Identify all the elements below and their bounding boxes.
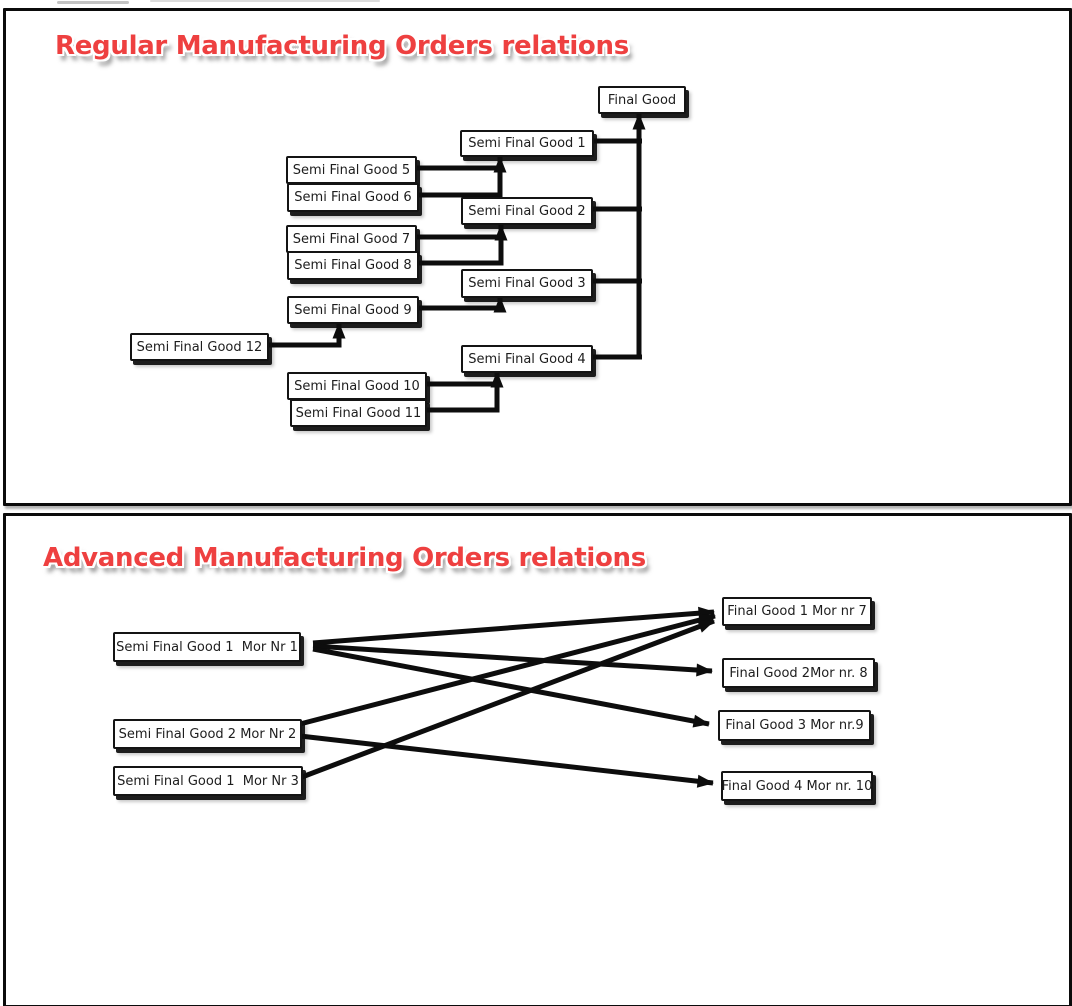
node-label: Semi Final Good 1 Mor Nr 3 [117,773,299,789]
panel-advanced-mo-relations: Advanced Manufacturing Orders relations [3,513,1072,1006]
node-label: Final Good 1 Mor nr 7 [727,604,867,619]
node-sfg10: Semi Final Good 10 [287,372,427,400]
node-fg4-mor-nr-10: Final Good 4 Mor nr. 10 [721,771,873,801]
node-label: Semi Final Good 3 [468,276,586,291]
panel-title-advanced: Advanced Manufacturing Orders relations [43,543,646,573]
node-sfg2-mor-nr-2: Semi Final Good 2 Mor Nr 2 [113,719,302,749]
node-label: Semi Final Good 11 [295,405,422,421]
node-sfg12: Semi Final Good 12 [130,333,269,361]
node-label: Semi Final Good 2 [468,203,586,219]
node-sfg11: Semi Final Good 11 [290,399,427,427]
panel-title-regular: Regular Manufacturing Orders relations [55,31,629,61]
node-sfg7: Semi Final Good 7 [286,225,417,253]
node-label: Semi Final Good 10 [294,378,420,394]
node-label: Semi Final Good 2 Mor Nr 2 [118,726,297,742]
node-label: Semi Final Good 1 [468,136,586,151]
node-label: Semi Final Good 5 [292,162,411,178]
node-sfg2: Semi Final Good 2 [461,197,593,225]
node-fg2-mor-nr-8: Final Good 2Mor nr. 8 [722,658,875,688]
node-fg1-mor-nr-7: Final Good 1 Mor nr 7 [722,597,872,626]
node-label: Semi Final Good 7 [292,231,411,247]
node-label: Final Good 2Mor nr. 8 [729,665,868,681]
node-sfg5: Semi Final Good 5 [286,156,417,184]
node-label: Final Good 3 Mor nr.9 [725,718,864,733]
node-fg3-mor-nr-9: Final Good 3 Mor nr.9 [718,710,871,741]
node-label: Semi Final Good 6 [294,190,412,205]
node-label: Semi Final Good 12 [136,339,263,355]
top-edge-artifact [57,1,129,4]
node-sfg1-mor-nr-1: Semi Final Good 1 Mor Nr 1 [113,632,301,662]
node-label: Final Good 4 Mor nr. 10 [721,778,873,794]
node-label: Semi Final Good 8 [294,258,412,273]
node-sfg1: Semi Final Good 1 [460,130,594,157]
node-final-good: Final Good [598,86,686,114]
node-label: Semi Final Good 1 Mor Nr 1 [116,639,298,655]
node-label: Semi Final Good 4 [468,351,586,367]
node-sfg6: Semi Final Good 6 [287,183,419,212]
node-sfg9: Semi Final Good 9 [287,296,419,324]
node-sfg8: Semi Final Good 8 [287,251,419,280]
top-edge-artifact [150,0,380,2]
node-label: Final Good [607,92,677,108]
node-sfg3: Semi Final Good 3 [461,269,593,298]
node-sfg1-mor-nr-3: Semi Final Good 1 Mor Nr 3 [113,766,303,796]
node-sfg4: Semi Final Good 4 [461,345,593,373]
node-label: Semi Final Good 9 [294,302,412,318]
panel-regular-mo-relations: Regular Manufacturing Orders relations [3,8,1072,506]
